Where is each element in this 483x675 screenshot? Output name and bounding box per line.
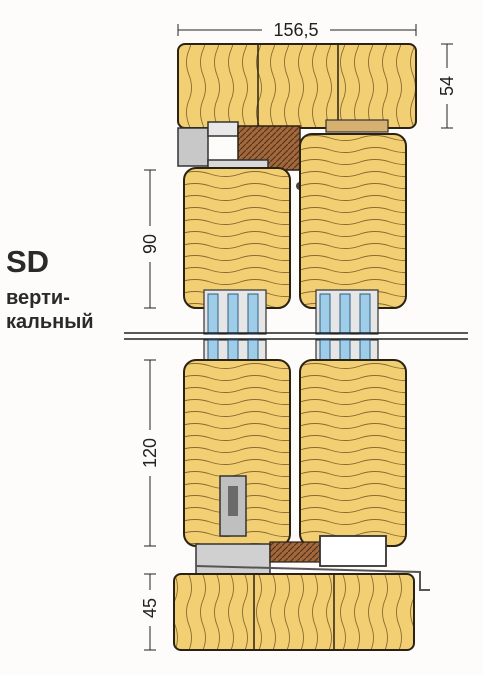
dim-top-height: 54 xyxy=(437,43,457,129)
section-desc-line2: кальный xyxy=(6,311,94,333)
dim-top-width-text: 156,5 xyxy=(273,20,318,40)
dim-lower-sash: 120 xyxy=(140,359,160,547)
dim-top-width: 156,5 xyxy=(177,20,417,40)
section-code: SD xyxy=(6,244,50,279)
dim-sill-text: 45 xyxy=(140,598,160,618)
dim-sill: 45 xyxy=(140,573,160,651)
dim-upper-sash-text: 90 xyxy=(140,234,160,254)
section-break-lines xyxy=(124,332,468,340)
glass-upper-left xyxy=(203,289,267,335)
upper-sash-left xyxy=(183,167,291,309)
dim-lower-sash-text: 120 xyxy=(140,438,160,468)
section-desc-line1: верти- xyxy=(6,287,70,309)
glass-upper-right xyxy=(315,289,379,335)
lower-hardware xyxy=(195,535,430,591)
upper-sash-right xyxy=(299,133,407,309)
lower-sash-right xyxy=(299,359,407,547)
top-frame xyxy=(177,43,417,129)
dim-upper-sash: 90 xyxy=(140,169,160,309)
sill-frame xyxy=(173,573,415,651)
dim-top-height-text: 54 xyxy=(437,76,457,96)
lower-sash-left xyxy=(183,359,291,547)
